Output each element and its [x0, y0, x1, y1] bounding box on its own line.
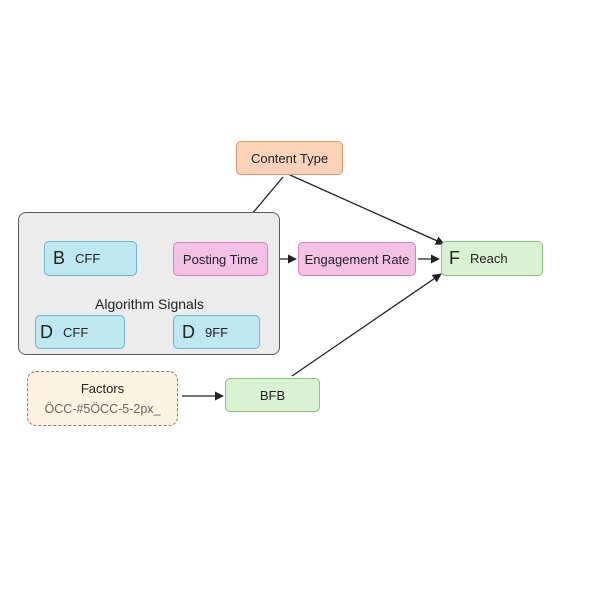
- node-bfb-label: BFB: [259, 387, 286, 403]
- node-reach[interactable]: F Reach: [441, 241, 543, 276]
- node-posting-time-label: Posting Time: [182, 251, 259, 267]
- node-d1-letter: D: [40, 321, 53, 342]
- edge-bfb-to-reach: [291, 273, 442, 377]
- node-b[interactable]: B CFF: [44, 241, 137, 276]
- edge-content-type-to-reach: [289, 174, 445, 245]
- node-d1[interactable]: D CFF: [35, 315, 125, 349]
- node-engagement-rate-label: Engagement Rate: [304, 251, 410, 267]
- node-bfb[interactable]: BFB: [225, 378, 320, 412]
- node-b-letter: B: [53, 248, 66, 268]
- group-label: Algorithm Signals: [95, 296, 204, 312]
- node-content-type-label: Content Type: [250, 150, 329, 166]
- node-posting-time[interactable]: Posting Time: [173, 242, 268, 276]
- node-d2[interactable]: D 9FF: [173, 315, 260, 349]
- node-content-type[interactable]: Content Type: [236, 141, 343, 175]
- node-reach-label: Reach: [470, 251, 508, 266]
- node-factors[interactable]: Factors ÖCC-#5ÖCC-5-2px_: [27, 371, 178, 426]
- node-engagement-rate[interactable]: Engagement Rate: [298, 242, 416, 276]
- node-d2-label: 9FF: [205, 324, 229, 340]
- node-factors-subtitle: ÖCC-#5ÖCC-5-2px_: [44, 402, 161, 416]
- node-reach-letter: F: [449, 248, 460, 268]
- node-d2-letter: D: [182, 321, 195, 342]
- node-b-label: CFF: [75, 251, 101, 266]
- node-d1-label: CFF: [63, 324, 89, 340]
- node-factors-title: Factors: [80, 381, 125, 396]
